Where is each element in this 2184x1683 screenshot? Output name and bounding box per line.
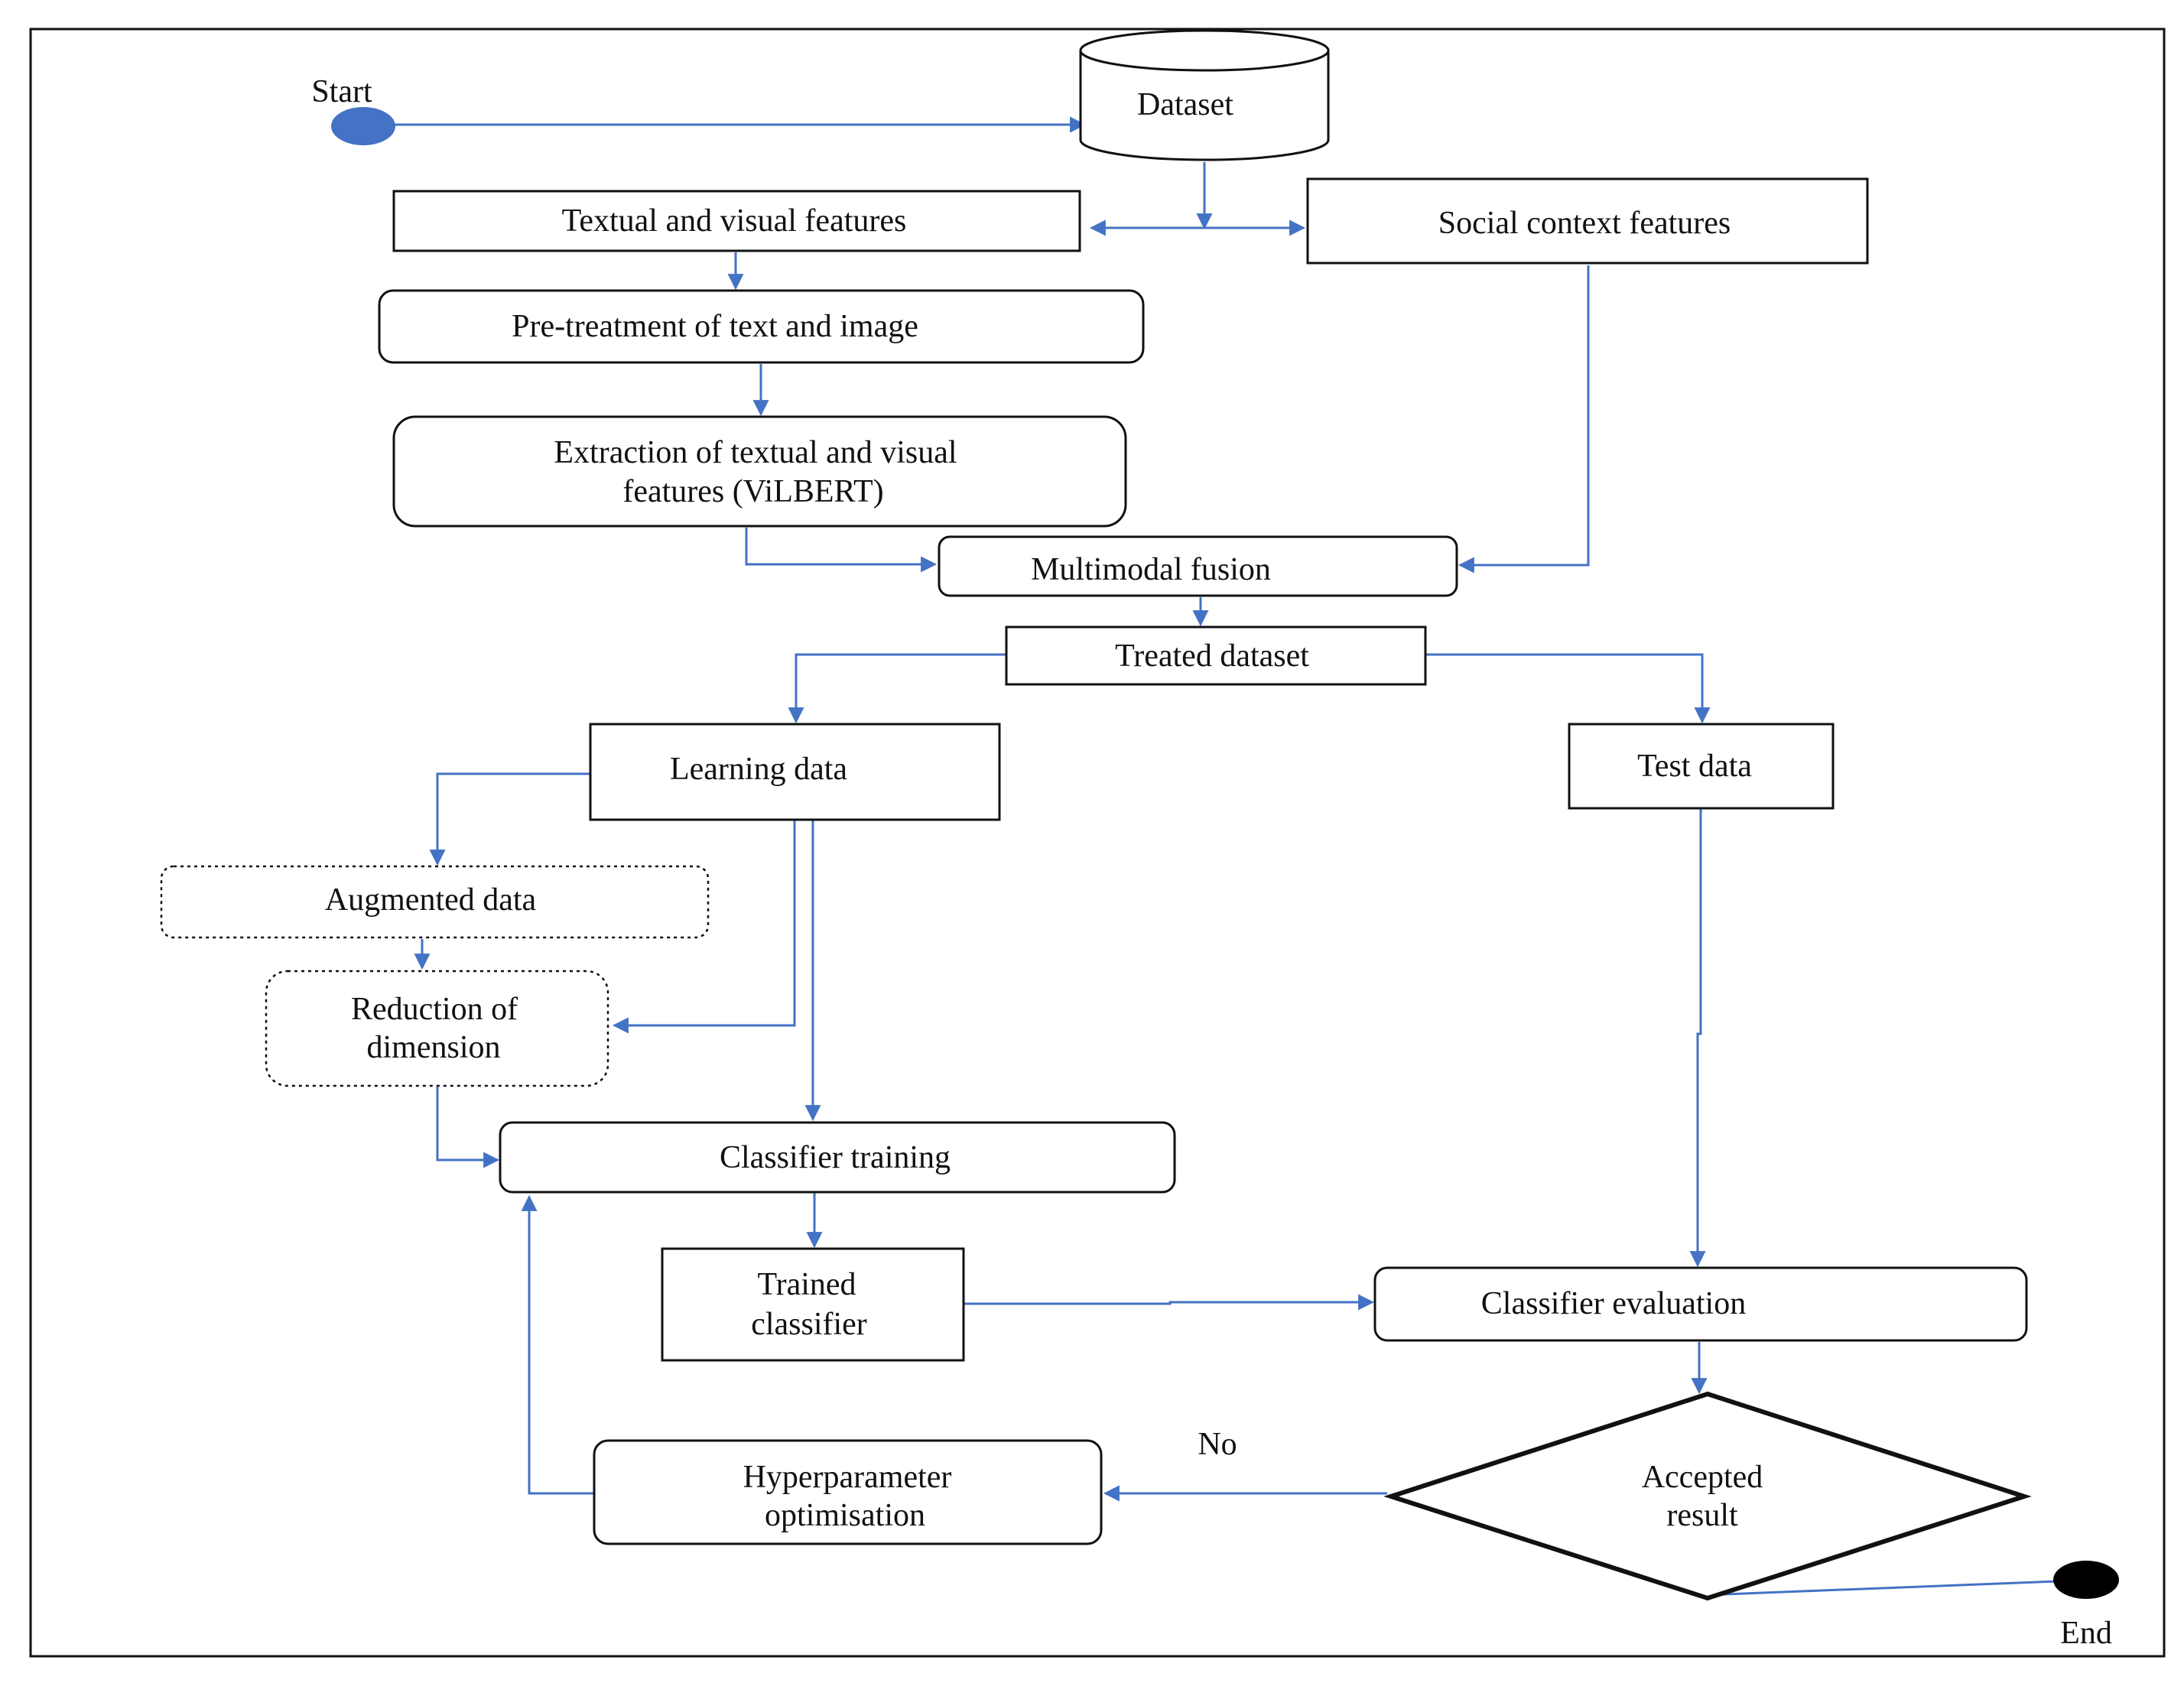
trained-classifier-node: Trained classifier <box>661 1247 965 1362</box>
edge-social-to-fusion <box>1458 265 1590 573</box>
hyperparameter-optimisation-box <box>593 1439 1103 1545</box>
accepted-result-node: Accepted result <box>1383 1391 2032 1601</box>
dataset-node: Dataset <box>1079 29 1330 161</box>
extraction-node: Extraction of textual and visual feature… <box>392 415 1127 528</box>
hyperparameter-optimisation-label-line1: Hyperparameter <box>743 1460 952 1495</box>
edge-treated-to-learning <box>788 653 1006 724</box>
hyperparameter-optimisation-node: Hyperparameter optimisation <box>593 1439 1103 1545</box>
classifier-training-box <box>499 1121 1176 1194</box>
classifier-training-node: Classifier training <box>499 1121 1176 1194</box>
textual-visual-features-box <box>392 190 1081 252</box>
social-context-features-node: Social context features <box>1306 177 1869 265</box>
accepted-result-label-line2: result <box>1666 1498 1738 1533</box>
accepted-result-label-line1: Accepted <box>1642 1460 1763 1495</box>
edge-trained-to-evaluation <box>964 1294 1375 1311</box>
treated-dataset-label: Treated dataset <box>1115 638 1309 674</box>
trained-classifier-label-line2: classifier <box>751 1307 867 1342</box>
test-data-node: Test data <box>1568 723 1835 810</box>
diagram-frame <box>29 28 2166 1658</box>
pretreatment-box <box>378 289 1145 364</box>
hyperparameter-optimisation-label-line2: optimisation <box>765 1498 925 1533</box>
edge-treated-to-test <box>1425 653 1711 724</box>
trained-classifier-label-line1: Trained <box>757 1267 856 1302</box>
classifier-evaluation-label: Classifier evaluation <box>1481 1286 1746 1321</box>
extraction-label-line1: Extraction of textual and visual <box>554 435 957 470</box>
end-circle <box>2053 1561 2119 1599</box>
learning-data-box <box>589 723 1001 821</box>
dataset-cylinder-top <box>1079 29 1330 72</box>
augmented-data-label: Augmented data <box>325 882 537 918</box>
reduction-label-line1: Reduction of <box>351 992 518 1027</box>
start-node: Start <box>311 74 395 145</box>
textual-visual-features-node: Textual and visual features <box>392 190 1081 252</box>
reduction-label-line2: dimension <box>367 1030 501 1065</box>
edge-label-no: No <box>1198 1427 1237 1462</box>
learning-data-label: Learning data <box>670 752 847 787</box>
dataset-label: Dataset <box>1137 87 1233 122</box>
augmented-data-box <box>160 865 710 939</box>
edge-hyperparam-to-training <box>521 1194 594 1495</box>
test-data-box <box>1568 723 1835 810</box>
multimodal-fusion-box <box>938 535 1458 597</box>
extraction-label-line2: features (ViLBERT) <box>622 474 883 509</box>
social-context-features-label: Social context features <box>1438 206 1731 241</box>
start-circle <box>331 107 395 145</box>
textual-visual-features-label: Textual and visual features <box>562 203 907 239</box>
pretreatment-node: Pre-treatment of text and image <box>378 289 1145 364</box>
start-label: Start <box>311 74 372 109</box>
reduction-box <box>265 970 609 1087</box>
trained-classifier-box <box>661 1247 965 1362</box>
accepted-result-diamond <box>1383 1391 2032 1601</box>
treated-dataset-node: Treated dataset <box>1005 625 1427 686</box>
classifier-training-label: Classifier training <box>720 1140 951 1175</box>
edges <box>394 116 2058 1597</box>
edge-test-to-evaluation <box>1689 809 1706 1268</box>
learning-data-node: Learning data <box>589 723 1001 821</box>
edge-learning-to-augmented <box>429 772 590 866</box>
end-label: End <box>2060 1616 2112 1651</box>
treated-dataset-box <box>1005 625 1427 686</box>
social-context-features-box <box>1306 177 1869 265</box>
edge-learning-to-reduction <box>612 820 796 1034</box>
multimodal-fusion-node: Multimodal fusion <box>938 535 1458 597</box>
edge-accepted-to-end <box>1705 1580 2058 1597</box>
dataset-cylinder-body <box>1079 50 1330 161</box>
extraction-box <box>392 415 1127 528</box>
reduction-node: Reduction of dimension <box>265 970 609 1087</box>
edge-extraction-to-fusion <box>745 528 938 573</box>
pretreatment-label: Pre-treatment of text and image <box>512 309 918 344</box>
end-node: End <box>2053 1561 2119 1651</box>
edge-reduction-to-training <box>436 1087 500 1168</box>
classifier-evaluation-node: Classifier evaluation <box>1373 1266 2028 1342</box>
classifier-evaluation-box <box>1373 1266 2028 1342</box>
multimodal-fusion-label: Multimodal fusion <box>1031 552 1271 587</box>
test-data-label: Test data <box>1637 749 1752 784</box>
augmented-data-node: Augmented data <box>160 865 710 939</box>
